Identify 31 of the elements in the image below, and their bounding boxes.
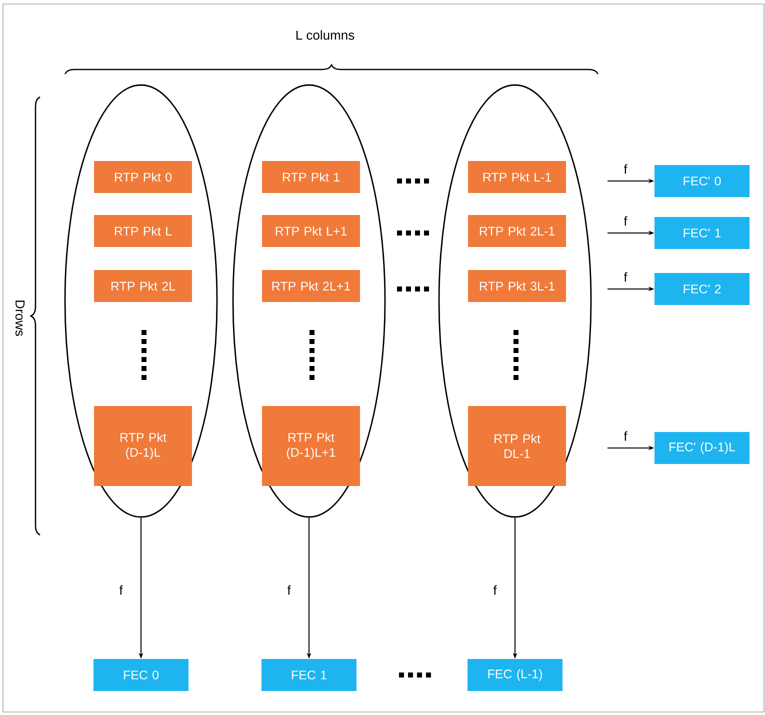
packet-box: RTP Pkt 0 [94,161,192,193]
edge-label: f [624,216,628,226]
fec-box: FEC' 0 [654,165,750,197]
axis-label: L columns [296,30,354,40]
edge-label: f [624,431,628,441]
column-ellipse [232,84,386,518]
fec-box: FEC 0 [94,659,188,691]
edge-label: f [624,272,628,282]
fec-box: FEC' (D-1)L [654,432,750,464]
fec-box: FEC' 1 [654,217,750,249]
packet-box: RTP Pkt 3L-1 [468,270,566,302]
packet-box: RTP Pkt L+1 [262,215,360,247]
edge-label: f [119,585,123,595]
packet-box: RTP Pkt 1 [262,161,360,193]
fec-box: FEC 1 [262,659,356,691]
column-ellipse [438,84,592,518]
fec-box: FEC (L-1) [468,659,562,691]
packet-box: RTP Pkt 2L+1 [262,270,360,302]
edge-label: f [287,585,291,595]
packet-box: RTP Pkt (D-1)L+1 [262,406,360,486]
column-ellipse [64,84,218,518]
packet-box: RTP Pkt L [94,215,192,247]
edge-label: f [493,585,497,595]
packet-box: RTP Pkt L-1 [468,161,566,193]
edge-label: f [624,164,628,174]
fec-box: FEC' 2 [654,273,750,305]
packet-box: RTP Pkt 2L [94,270,192,302]
packet-box: RTP Pkt (D-1)L [94,406,192,486]
axis-label: Drows [15,300,25,336]
packet-box: RTP Pkt 2L-1 [468,215,566,247]
packet-box: RTP Pkt DL-1 [468,406,566,486]
